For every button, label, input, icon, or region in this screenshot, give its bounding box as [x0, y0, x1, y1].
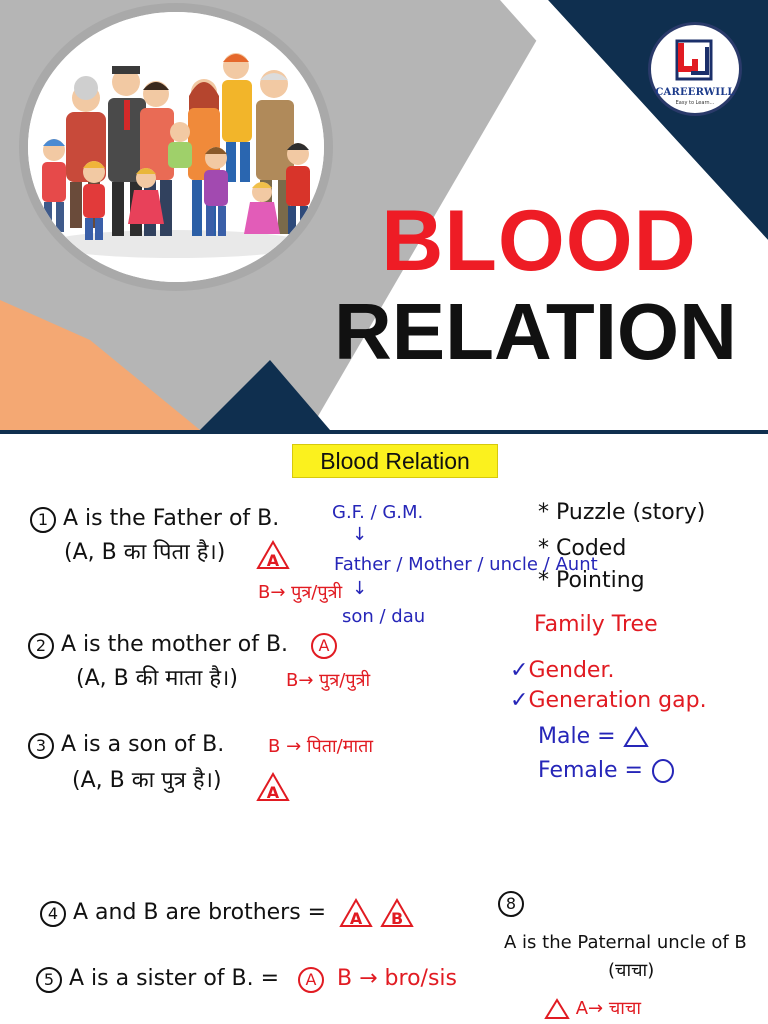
item-3-mark: A	[256, 772, 290, 802]
banner-title-line2: RELATION	[334, 287, 737, 376]
triangle-icon: B	[380, 898, 414, 928]
item-2-mark: A	[311, 633, 338, 659]
item-8-text: A is the Paternal uncle of B	[504, 932, 747, 953]
item-text: A is the mother of B.	[61, 632, 289, 657]
female-symbol: Female =	[538, 758, 676, 784]
triangle-icon: A	[339, 898, 373, 928]
check-icon: ✓	[510, 658, 529, 683]
item-1-mark: A	[256, 540, 290, 570]
gender-note: ✓Gender.	[510, 658, 615, 683]
item-8-hindi: (चाचा)	[608, 960, 655, 981]
logo-mark-icon	[675, 39, 713, 81]
handwritten-notes: Blood Relation 1 A is the Father of B. (…	[0, 434, 768, 1024]
type-pointing: * Pointing	[538, 568, 645, 593]
item-2-hindi: (A, B की माता है।)	[76, 666, 238, 691]
tree-bottom: son / dau	[342, 606, 426, 627]
tree-middle: Father / Mother / uncle / Aunt	[334, 554, 598, 575]
tree-top: G.F. / G.M.	[332, 502, 424, 523]
item-4: 4 A and B are brothers = A B	[40, 898, 414, 928]
circle-icon	[651, 759, 674, 783]
item-text: A is the Father of B.	[63, 506, 280, 531]
item-number: 5	[36, 967, 62, 993]
item-text: A is a son of B.	[61, 732, 225, 757]
item-1: 1 A is the Father of B.	[30, 506, 279, 533]
item-2: 2 A is the mother of B. A	[28, 632, 338, 659]
triangle-icon: A	[256, 540, 290, 570]
triangle-icon: A	[256, 772, 290, 802]
triangle-icon	[622, 726, 649, 747]
notes-heading: Blood Relation	[292, 444, 498, 478]
logo-name: CAREERWILL	[655, 87, 735, 98]
item-text: A and B are brothers =	[73, 900, 327, 925]
item-5-mark: A	[298, 967, 325, 993]
generation-note: ✓Generation gap.	[510, 688, 707, 713]
item-number: 3	[28, 733, 54, 759]
item-8-bottom: A→ चाचा	[544, 996, 641, 1022]
triangle-icon	[544, 998, 570, 1019]
item-1-relation: B→ पुत्र/पुत्री	[258, 582, 343, 603]
peach-panel	[0, 300, 200, 430]
navy-corner	[200, 360, 330, 430]
careerwill-logo: CAREERWILL Easy to Learn...	[648, 22, 742, 116]
item-number: 4	[40, 901, 66, 927]
item-3-hindi: (A, B का पुत्र है।)	[72, 768, 222, 793]
tree-arrow-2: ↓	[352, 578, 368, 599]
item-8-number: 8	[498, 890, 524, 917]
young-man-figure	[222, 53, 252, 182]
item-number: 1	[30, 507, 56, 533]
check-icon: ✓	[510, 688, 529, 713]
family-photo	[28, 12, 324, 282]
item-3-relation: B → पिता/माता	[268, 736, 374, 757]
tree-arrow-1: ↓	[352, 524, 368, 545]
item-2-relation: B→ पुत्र/पुत्री	[286, 670, 371, 691]
item-3: 3 A is a son of B.	[28, 732, 224, 759]
male-symbol: Male =	[538, 724, 649, 750]
item-5: 5 A is a sister of B. = A B → bro/sis	[36, 966, 457, 993]
white-stripe	[500, 0, 768, 300]
item-1-hindi: (A, B का पिता है।)	[64, 540, 226, 565]
family-illustration	[28, 12, 324, 282]
item-text: A is a sister of B. =	[69, 966, 280, 991]
item-5-relation: B → bro/sis	[337, 966, 457, 991]
logo-tagline: Easy to Learn...	[675, 100, 715, 106]
family-tree-label: Family Tree	[534, 612, 658, 637]
type-coded: * Coded	[538, 536, 627, 561]
type-puzzle: * Puzzle (story)	[538, 500, 706, 525]
item-number: 2	[28, 633, 54, 659]
title-banner: CAREERWILL Easy to Learn... BLOOD RELATI…	[0, 0, 768, 434]
banner-title-line1: BLOOD	[381, 193, 697, 289]
